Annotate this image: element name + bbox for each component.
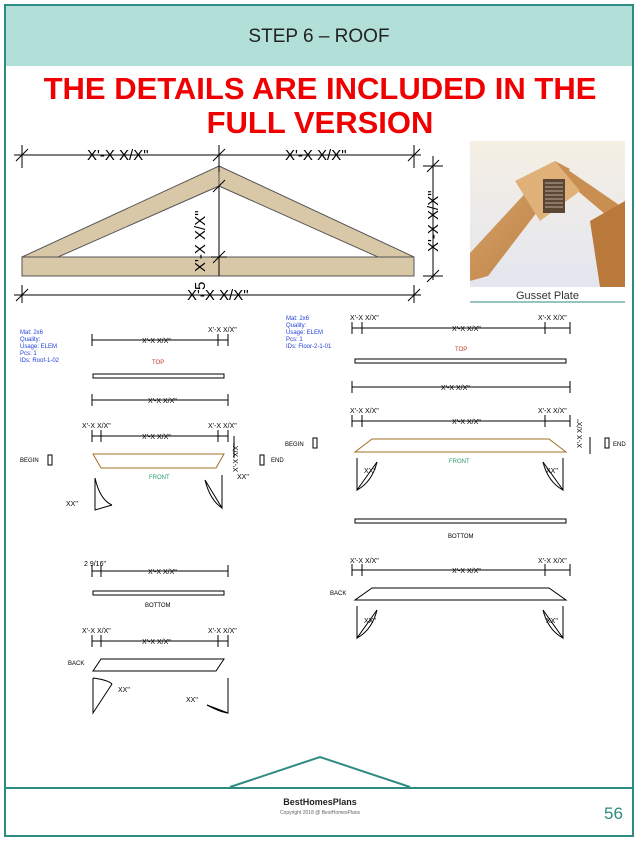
truss-dim-top-right: X'-X X/X" (285, 147, 347, 164)
left-dim-mid: X'-X X/X" (148, 398, 177, 405)
left-label-end: END (271, 458, 284, 464)
left-dim-front-center: X'-X X/X" (142, 434, 171, 441)
right-dim-top-right: X'-X X/X" (538, 315, 567, 322)
left-back-angle-left-label: XX" (118, 687, 130, 694)
left-back-piece (92, 658, 225, 672)
truss-elevation (14, 145, 443, 303)
right-dim-front-center: X'-X X/X" (452, 419, 481, 426)
right-dim-front-right: X'-X X/X" (538, 408, 567, 415)
right-dim-back-center: X'-X X/X" (452, 568, 481, 575)
left-front-piece (92, 453, 225, 469)
photo-caption: Gusset Plate (516, 290, 579, 302)
truss-dim-bottom: X'-X X/X" (187, 287, 249, 304)
right-label-top: TOP (455, 347, 467, 353)
truss-dim-top-left: X'-X X/X" (87, 147, 149, 164)
left-angle-left (94, 478, 113, 511)
meta-line: Pcs: 1 (20, 351, 37, 357)
right-dim-front-vertical: X'-X X/X" (577, 419, 584, 448)
left-dim-back-left: X'-X X/X" (82, 628, 111, 635)
left-dim-front-vertical: X'-X X/X" (233, 443, 240, 472)
meta-line: Mat: 2x6 (286, 316, 310, 322)
meta-line: IDs: Floor-2-1-01 (286, 344, 332, 350)
right-dim-top-left: X'-X X/X" (350, 315, 379, 322)
left-angle-left-label: XX" (66, 501, 78, 508)
footer-roof-peak (229, 755, 411, 788)
meta-line: Usage: ELEM (20, 344, 58, 350)
right-back-angle-left-label: XX" (364, 618, 376, 625)
footer-divider (6, 787, 632, 789)
left-dim-bottom-long: X'-X X/X" (148, 569, 177, 576)
truss-dim-right-vertical: X'-X X/X" (425, 190, 442, 252)
left-bottom-piece (92, 590, 225, 596)
page-number: 56 (604, 804, 623, 823)
left-piece-drawing (47, 334, 265, 715)
left-label-back: BACK (68, 661, 84, 667)
truss-bottom-chord (21, 256, 415, 277)
gusset-plate-photo (470, 141, 625, 287)
truss-dim-center-prefix: 5 (192, 282, 209, 290)
meta-line: IDs: Roof-1-02 (20, 358, 60, 364)
left-back-angle-left (92, 678, 113, 715)
meta-line: Pcs: 1 (286, 337, 303, 343)
banner-line-2: FULL VERSION (206, 105, 434, 140)
right-dim-overall: X'-X X/X" (441, 385, 470, 392)
left-label-begin: BEGIN (20, 458, 39, 464)
page-border (4, 4, 634, 837)
right-bottom-piece (354, 518, 567, 524)
left-angle-right (204, 475, 223, 510)
truss-left-rafter (21, 165, 220, 258)
truss-right-rafter (218, 165, 415, 258)
right-piece-metadata: Mat: 2x6 Quality: Usage: ELEM Pcs: 1 IDs… (286, 316, 331, 351)
right-label-begin: BEGIN (285, 442, 304, 448)
right-back-piece (353, 587, 568, 601)
right-angle-right-label: XX" (546, 468, 558, 475)
right-dim-back-right: X'-X X/X" (538, 558, 567, 565)
right-label-front: FRONT (449, 459, 470, 465)
right-piece-drawing (312, 322, 610, 640)
right-dim-back-left: X'-X X/X" (350, 558, 379, 565)
left-dim-back-center: X'-X X/X" (142, 639, 171, 646)
left-label-bottom: BOTTOM (145, 603, 171, 609)
left-dim-bottom-small: 2 9/16" (84, 561, 106, 568)
left-piece-metadata: Mat: 2x6 Quality: Usage: ELEM Pcs: 1 IDs… (20, 330, 59, 365)
right-label-back: BACK (330, 591, 346, 597)
step-title: STEP 6 – ROOF (248, 26, 390, 47)
left-label-top: TOP (152, 360, 164, 366)
left-dim-front-left: X'-X X/X" (82, 423, 111, 430)
right-label-bottom: BOTTOM (448, 534, 474, 540)
right-top-piece (354, 358, 567, 364)
left-dim-front-right: X'-X X/X" (208, 423, 237, 430)
right-dim-top-center: X'-X X/X" (452, 326, 481, 333)
meta-line: Mat: 2x6 (20, 330, 44, 336)
left-angle-right-label: XX" (237, 474, 249, 481)
left-back-angle-right-label: XX" (186, 697, 198, 704)
meta-line: Quality: (20, 337, 41, 343)
meta-line: Quality: (286, 323, 307, 329)
right-label-end: END (613, 442, 626, 448)
left-dim-long: X'-X X/X" (142, 338, 171, 345)
truss-dim-center-vertical: X'-X X/X" (192, 210, 209, 272)
left-label-front: FRONT (149, 475, 170, 481)
step-header: STEP 6 – ROOF (6, 6, 632, 66)
footer-copyright: Copyright 2018 @ BestHomesPlans (279, 810, 361, 816)
banner-line-1: THE DETAILS ARE INCLUDED IN THE (43, 71, 597, 106)
meta-line: Usage: ELEM (286, 330, 324, 336)
full-version-banner: THE DETAILS ARE INCLUDED IN THE FULL VER… (0, 72, 640, 140)
right-front-piece (353, 438, 568, 453)
left-dim-back-right: X'-X X/X" (208, 628, 237, 635)
left-dim-small: X'-X X/X" (208, 327, 237, 334)
left-back-angle-right (206, 678, 229, 714)
left-top-piece (92, 373, 225, 379)
right-angle-left-label: XX" (364, 468, 376, 475)
right-dim-front-left: X'-X X/X" (350, 408, 379, 415)
right-back-angle-right-label: XX" (546, 618, 558, 625)
footer-brand: BestHomesPlans (283, 797, 357, 807)
